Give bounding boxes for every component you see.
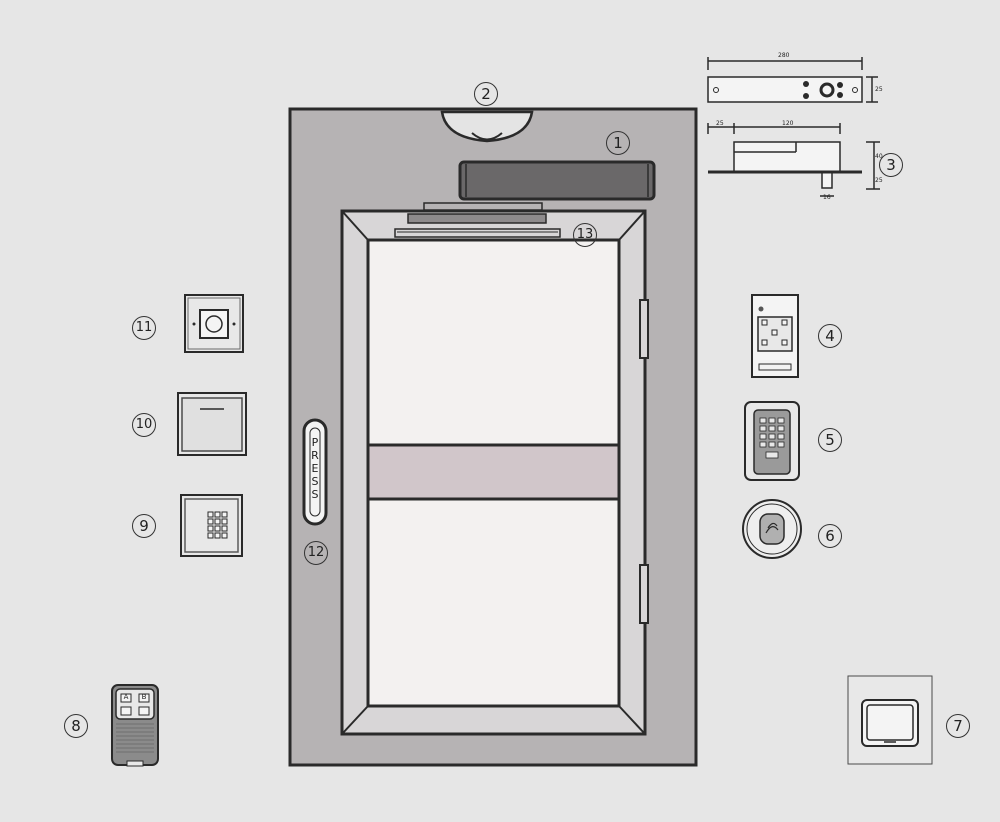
dim-pin-width: 16 bbox=[823, 194, 831, 201]
exit-button-label: PRESS bbox=[311, 436, 319, 501]
remote-key-b: B bbox=[141, 693, 147, 701]
hinge-bottom bbox=[639, 564, 649, 624]
dim-top-width: 280 bbox=[778, 52, 790, 59]
callout-1: 1 bbox=[606, 131, 630, 155]
callout-9: 9 bbox=[132, 514, 156, 538]
callout-3: 3 bbox=[879, 153, 903, 177]
callout-2: 2 bbox=[474, 82, 498, 106]
remote-key-a: A bbox=[123, 693, 129, 701]
glass-band bbox=[366, 443, 621, 501]
callout-4: 4 bbox=[818, 324, 842, 348]
callout-6: 6 bbox=[818, 524, 842, 548]
callout-11: 11 bbox=[132, 316, 156, 340]
keypad-square-keys bbox=[207, 511, 228, 539]
armature-plate bbox=[394, 228, 561, 238]
callout-8: 8 bbox=[64, 714, 88, 738]
lock-dimension-drawing bbox=[707, 57, 880, 197]
dim-side-height: 40 bbox=[875, 153, 883, 160]
dim-base-height: 25 bbox=[875, 177, 883, 184]
magnetic-lock bbox=[458, 160, 656, 201]
dim-left-offset: 25 bbox=[716, 120, 724, 127]
callout-13: 13 bbox=[573, 223, 597, 247]
dim-body-length: 120 bbox=[782, 120, 794, 127]
callout-12: 12 bbox=[304, 541, 328, 565]
callout-10: 10 bbox=[132, 413, 156, 437]
dim-top-height: 25 bbox=[875, 86, 883, 93]
hinge-top bbox=[639, 299, 649, 359]
callout-7: 7 bbox=[946, 714, 970, 738]
motion-sensor bbox=[440, 110, 534, 143]
lock-bracket bbox=[407, 213, 547, 224]
keypad-tall-keys bbox=[759, 417, 785, 459]
callout-5: 5 bbox=[818, 428, 842, 452]
